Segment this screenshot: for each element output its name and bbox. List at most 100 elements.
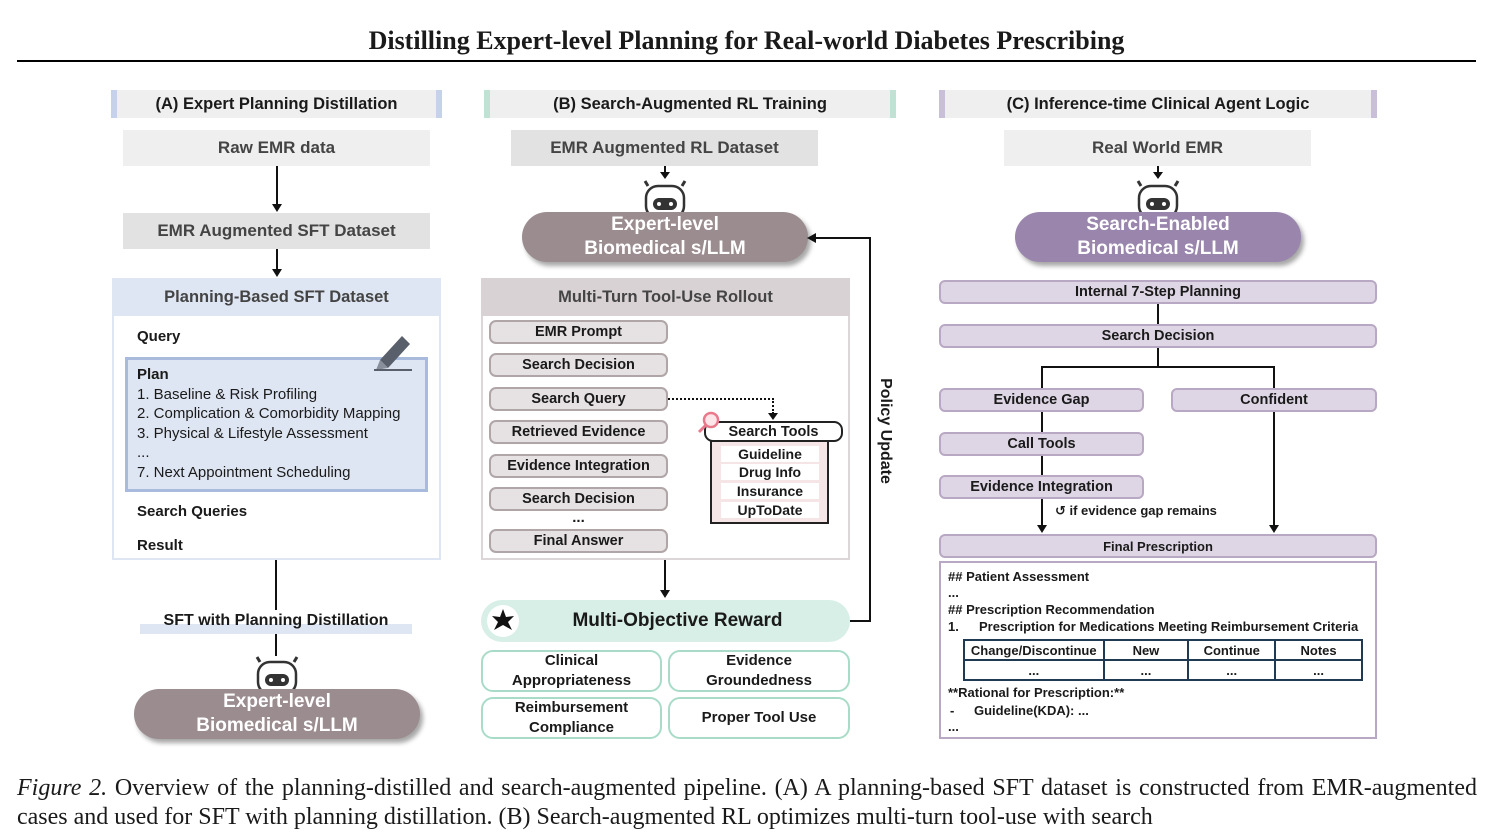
reward-item: Proper Tool Use <box>668 697 850 739</box>
title-rule <box>17 60 1476 62</box>
raw-emr-box: Raw EMR data <box>123 130 430 166</box>
policy-update-text: Policy Update <box>877 378 894 484</box>
panel-c-header-text: (C) Inference-time Clinical Agent Logic <box>1006 94 1310 113</box>
plan-item: 7. Next Appointment Scheduling <box>137 464 351 481</box>
search-tools-label: Search Tools <box>704 421 843 442</box>
model-oval-b: Expert-level Biomedical s/LLM <box>522 212 808 262</box>
reward-item: Reimbursement Compliance <box>481 697 662 739</box>
line-c5 <box>1273 366 1275 388</box>
line-c8 <box>1041 499 1043 527</box>
figure-caption: Figure 2. Overview of the planning-disti… <box>17 774 1477 832</box>
search-decision-step: Search Decision <box>939 324 1377 348</box>
line-c9 <box>1273 412 1275 527</box>
plan-item: 1. Baseline & Risk Profiling <box>137 386 318 403</box>
evidence-integration-step: Evidence Integration <box>939 475 1144 499</box>
search-tool-item: UpToDate <box>721 502 819 518</box>
rx-recommendation: ## Prescription Recommendation <box>948 602 1155 617</box>
rx-bullet: - <box>950 703 955 718</box>
panel-a-header-text: (A) Expert Planning Distillation <box>155 94 398 113</box>
plan-item: ... <box>137 444 150 461</box>
model-c-line1: Search-Enabled <box>1086 214 1230 235</box>
rollout-ellipsis: ... <box>572 508 585 526</box>
reward-item-line2: Appropriateness <box>511 672 632 689</box>
arrow-b1 <box>664 166 666 174</box>
sft-distillation-text: SFT with Planning Distillation <box>163 612 389 629</box>
plan-item: 3. Physical & Lifestyle Assessment <box>137 425 368 442</box>
search-tool-item: Drug Info <box>721 464 819 480</box>
rx-patient-assessment: ## Patient Assessment <box>948 569 1090 584</box>
line-c7 <box>1041 456 1043 476</box>
rx-rational: **Rational for Prescription:** <box>948 685 1125 700</box>
loop-note: ↺ if evidence gap remains <box>1055 503 1217 518</box>
final-answer-step: Final Answer <box>489 529 668 553</box>
reward-title: Multi-Objective Reward <box>572 610 783 631</box>
query-label: Query <box>137 328 181 345</box>
panel-b-header-text: (B) Search-Augmented RL Training <box>553 94 827 113</box>
reward-item-line1: Reimbursement <box>514 699 629 716</box>
search-connector-down <box>772 398 774 414</box>
arrow-c9-head <box>1269 525 1279 533</box>
rx-guideline: Guideline(KDA): ... <box>974 703 1089 718</box>
line-a4 <box>275 634 277 656</box>
rx-table: Change/Discontinue New Continue Notes ..… <box>963 639 1363 681</box>
plan-item: 2. Complication & Comorbidity Mapping <box>137 405 401 422</box>
planning-dataset-title: Planning-Based SFT Dataset <box>112 278 441 316</box>
search-tool-item: Insurance <box>721 483 819 499</box>
policy-line-h2 <box>815 237 871 239</box>
reward-item-line1: Evidence <box>726 652 792 669</box>
arrow-c8-head <box>1037 525 1047 533</box>
reward-banner: Multi-Objective Reward <box>481 600 850 642</box>
reward-item-line2: Compliance <box>528 719 615 736</box>
reward-item: Evidence Groundedness <box>668 650 850 692</box>
caption-text: Overview of the planning-distilled and s… <box>17 775 1477 830</box>
arrow-b2 <box>664 560 666 592</box>
rx-dots: ... <box>948 585 959 600</box>
line-c1 <box>1157 304 1159 324</box>
rx-table-header: Notes <box>1274 639 1363 661</box>
panel-c-header: (C) Inference-time Clinical Agent Logic <box>939 90 1377 118</box>
line-c3 <box>1041 366 1275 368</box>
rollout-step: Evidence Integration <box>489 454 668 478</box>
model-oval-c: Search-Enabled Biomedical s/LLM <box>1015 212 1301 262</box>
rx-table-header: New <box>1102 639 1190 661</box>
arrow-a1 <box>276 166 278 206</box>
arrow-b2-head <box>660 590 670 598</box>
sft-dataset-box: EMR Augmented SFT Dataset <box>123 213 430 249</box>
pencil-icon <box>374 336 412 371</box>
rx-item-text: Prescription for Medications Meeting Rei… <box>979 619 1359 634</box>
model-a-line2: Biomedical s/LLM <box>196 715 358 736</box>
rx-table-cell: ... <box>1102 659 1190 681</box>
model-b-line1: Expert-level <box>611 214 719 235</box>
call-tools-step: Call Tools <box>939 432 1144 456</box>
search-tool-item: Guideline <box>721 446 819 462</box>
rx-table-header: Continue <box>1187 639 1277 661</box>
reward-item-line1: Clinical <box>544 652 599 669</box>
line-c2 <box>1157 348 1159 368</box>
magnifier-icon <box>697 411 720 434</box>
final-prescription-step: Final Prescription <box>939 534 1377 558</box>
arrow-c1 <box>1157 166 1159 174</box>
line-c4 <box>1041 366 1043 388</box>
plan-box <box>125 357 428 492</box>
model-a-line1: Expert-level <box>223 691 331 712</box>
line-c6 <box>1041 412 1043 432</box>
plan-label: Plan <box>137 366 169 383</box>
arrow-a2 <box>276 249 278 271</box>
table-row: ... ... ... ... <box>963 659 1363 681</box>
caption-label: Figure 2. <box>17 775 108 801</box>
rx-table-header: Change/Discontinue <box>963 639 1105 661</box>
rx-item-number: 1. <box>948 619 959 634</box>
rx-table-cell: ... <box>1187 659 1277 681</box>
sft-distillation-label: SFT with Planning Distillation <box>140 612 412 634</box>
rollout-step: Search Decision <box>489 353 668 377</box>
panel-a-header: (A) Expert Planning Distillation <box>111 90 442 118</box>
policy-line-v <box>869 237 871 622</box>
rx-dots: ... <box>948 719 959 734</box>
search-queries-label: Search Queries <box>137 503 248 520</box>
page-title: Distilling Expert-level Planning for Rea… <box>368 26 1125 55</box>
rx-table-header-row: Change/Discontinue New Continue Notes <box>963 639 1363 661</box>
search-connector-head <box>768 413 778 420</box>
model-oval-a: Expert-level Biomedical s/LLM <box>134 689 420 739</box>
model-b-line2: Biomedical s/LLM <box>584 238 746 259</box>
reward-item-line2: Groundedness <box>706 672 812 689</box>
